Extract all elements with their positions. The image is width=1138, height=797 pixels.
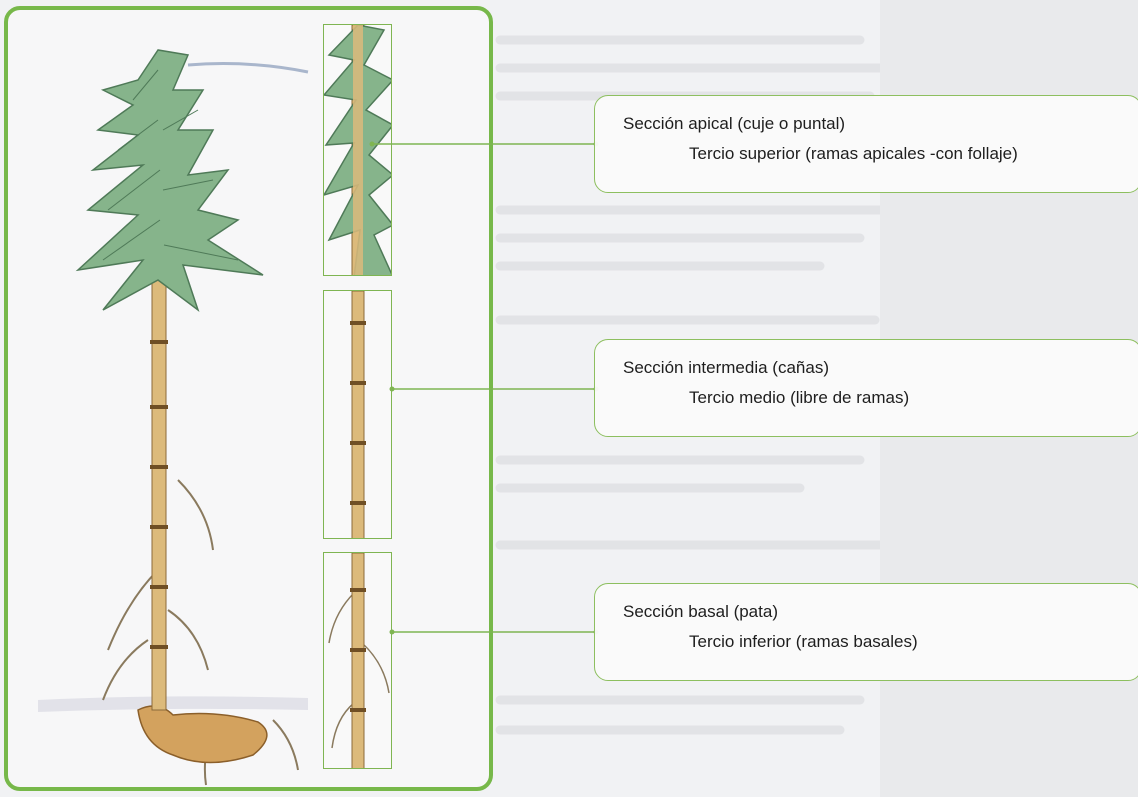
basal-section-label-box: Sección basal (pata) Tercio inferior (ra… (594, 583, 1138, 681)
basal-section-subtitle: Tercio inferior (ramas basales) (689, 632, 918, 652)
middle-section-subtitle: Tercio medio (libre de ramas) (689, 388, 909, 408)
apical-section-label-box: Sección apical (cuje o puntal) Tercio su… (594, 95, 1138, 193)
apical-section-title: Sección apical (cuje o puntal) (623, 114, 845, 134)
basal-section-title: Sección basal (pata) (623, 602, 778, 622)
apical-section-subtitle: Tercio superior (ramas apicales -con fol… (689, 144, 1018, 164)
middle-section-label-box: Sección intermedia (cañas) Tercio medio … (594, 339, 1138, 437)
middle-section-title: Sección intermedia (cañas) (623, 358, 829, 378)
